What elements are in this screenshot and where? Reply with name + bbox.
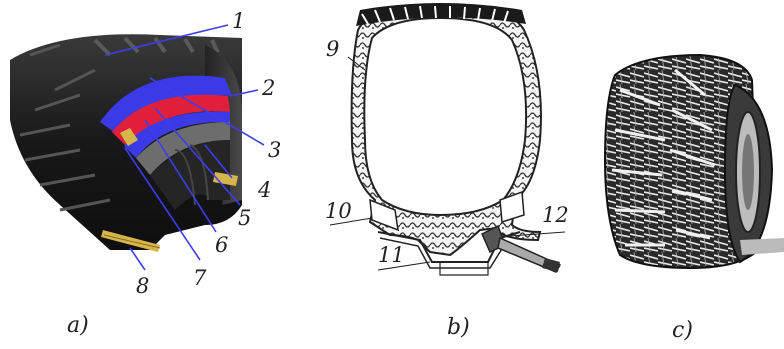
callout-11: 11 bbox=[378, 243, 405, 267]
callout-12: 12 bbox=[542, 203, 569, 227]
callout-3: 3 bbox=[268, 138, 281, 162]
callout-9: 9 bbox=[326, 37, 339, 61]
panel-c-tractor-tire bbox=[605, 55, 784, 268]
callout-4: 4 bbox=[257, 178, 271, 202]
caption-a: a) bbox=[67, 313, 89, 338]
callout-8: 8 bbox=[136, 274, 149, 298]
callout-7: 7 bbox=[193, 266, 207, 290]
callout-5: 5 bbox=[238, 206, 251, 230]
panel-a-cutaway-tire: 1 2 3 4 5 6 7 8 bbox=[10, 9, 281, 298]
callout-10: 10 bbox=[325, 199, 352, 223]
caption-c: c) bbox=[672, 318, 693, 343]
callout-6: 6 bbox=[215, 233, 228, 257]
caption-b: b) bbox=[447, 315, 470, 340]
callout-1: 1 bbox=[232, 9, 245, 33]
panel-b-cross-section: 9 10 11 12 bbox=[325, 3, 569, 275]
callout-2: 2 bbox=[261, 76, 275, 100]
